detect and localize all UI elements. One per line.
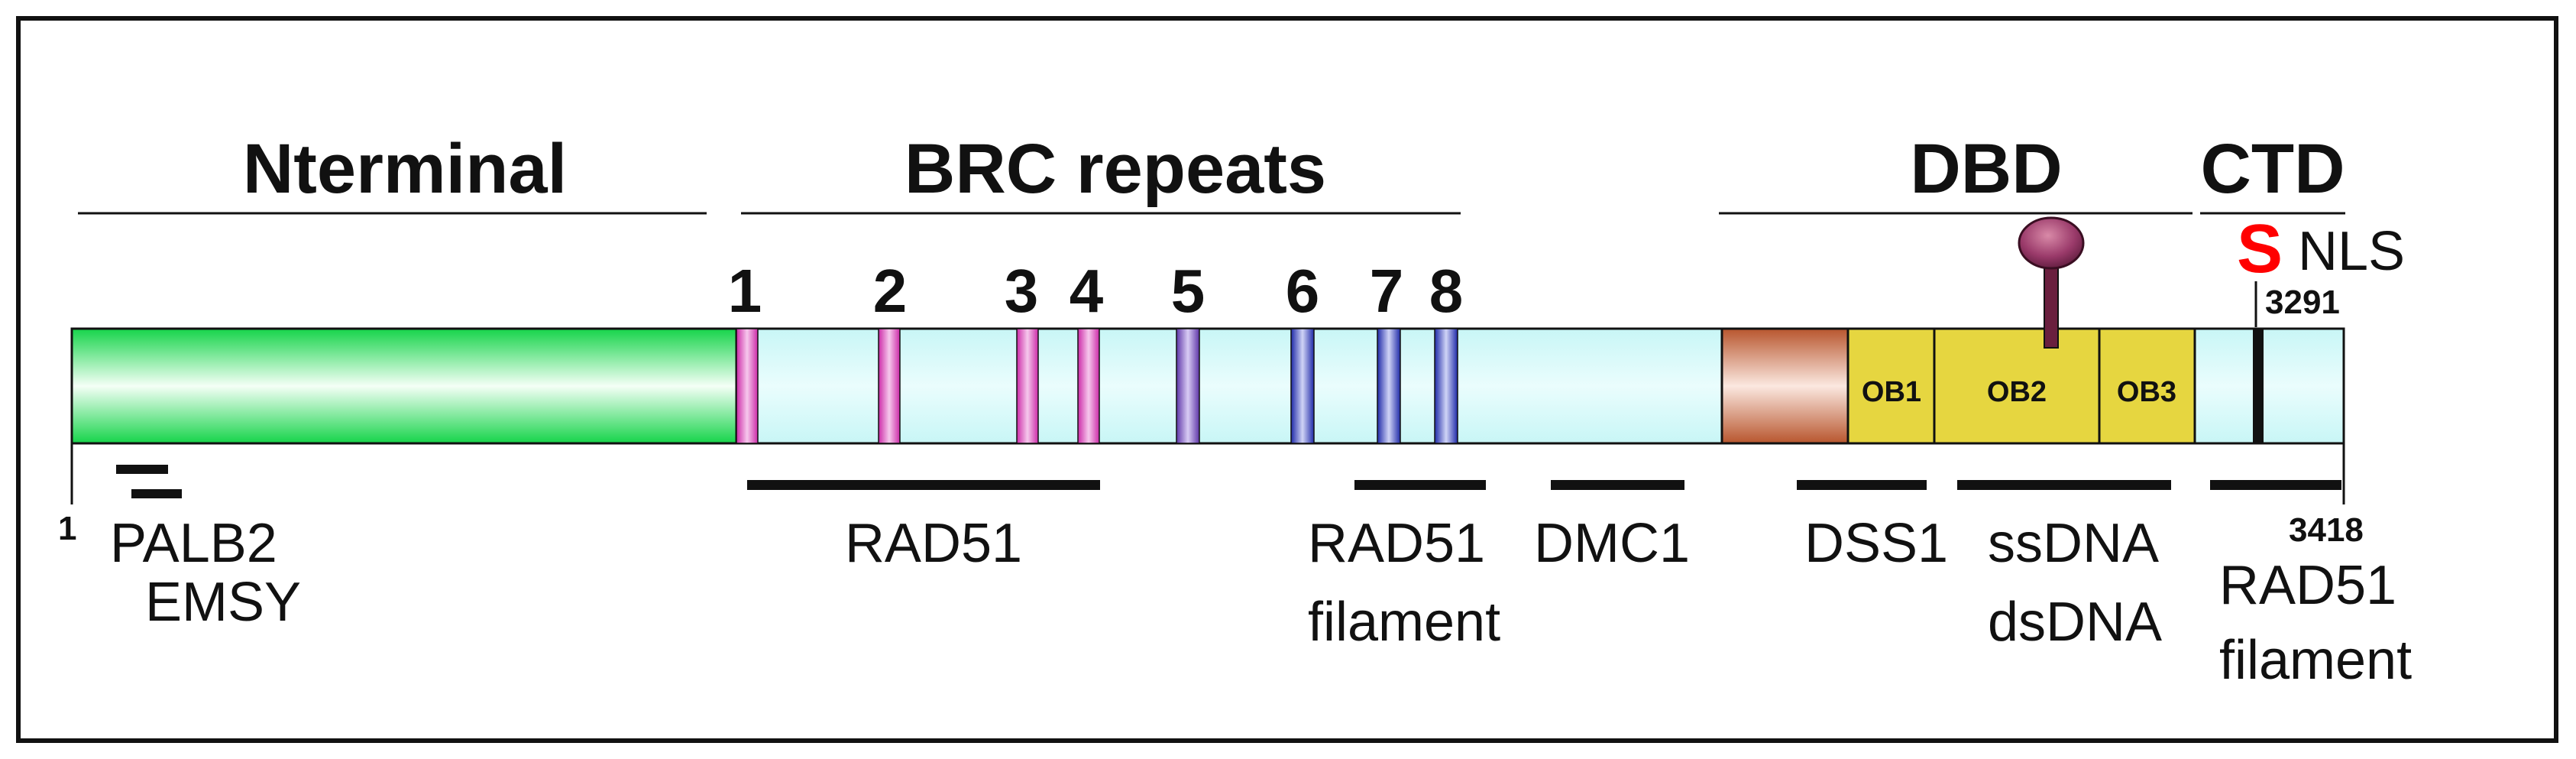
brc-repeat-4 <box>1077 328 1100 444</box>
ob3-region <box>2098 327 2196 445</box>
repeat-number-2: 2 <box>873 257 908 325</box>
binding-bar-dss1 <box>1797 480 1927 490</box>
nls-label: NLS <box>2298 221 2405 282</box>
tower-stem <box>2044 263 2059 349</box>
binder-label-dmc1: DMC1 <box>1534 513 1690 574</box>
repeat-number-8: 8 <box>1429 257 1464 325</box>
nls-tick <box>2253 329 2264 443</box>
repeat-number-4: 4 <box>1070 257 1104 325</box>
position-3291-label: 3291 <box>2265 284 2340 321</box>
repeat-number-3: 3 <box>1005 257 1039 325</box>
binder-label-rad51-filament-line1: RAD51 <box>1308 513 1485 574</box>
ob1-region <box>1846 327 1936 445</box>
ctd-region <box>2193 327 2345 445</box>
binding-bar-ctd-rad51-filament <box>2210 480 2341 490</box>
brc-repeat-6 <box>1290 328 1315 444</box>
ob3-label: OB3 <box>2117 376 2176 408</box>
ob2-label: OB2 <box>1987 376 2047 408</box>
repeat-number-7: 7 <box>1370 257 1404 325</box>
nterminal-region <box>70 327 738 445</box>
binding-bar-ssdna-dsdna <box>1957 480 2171 490</box>
brc-repeat-7 <box>1377 328 1401 444</box>
binder-label-rad51-filament-line2: filament <box>1308 592 1500 653</box>
position-end-label: 3418 <box>2289 511 2364 549</box>
brc-repeat-5 <box>1176 328 1200 444</box>
ob1-label: OB1 <box>1862 376 1921 408</box>
binding-bar-emsy <box>131 489 182 498</box>
brc-repeat-2 <box>878 328 901 444</box>
binder-label-ssdna: ssDNA <box>1988 513 2159 574</box>
brc-repeat-8 <box>1434 328 1458 444</box>
repeat-number-1: 1 <box>728 257 762 325</box>
binding-bar-dmc1 <box>1551 480 1684 490</box>
tower-head-icon <box>2018 216 2085 270</box>
position-start-label: 1 <box>58 510 76 547</box>
brc-repeat-1 <box>736 328 759 444</box>
binding-bar-palb2 <box>116 465 168 474</box>
domain-title-nterminal: Nterminal <box>243 130 567 208</box>
binder-label-dss1: DSS1 <box>1804 513 1948 574</box>
nls-serine-label: S <box>2237 211 2283 287</box>
binder-label-dsdna: dsDNA <box>1988 592 2162 653</box>
repeat-number-6: 6 <box>1286 257 1320 325</box>
binder-label-palb2: PALB2 <box>110 513 277 574</box>
binder-label-rad51: RAD51 <box>845 513 1022 574</box>
binder-label-ctd-rad51-line1: RAD51 <box>2219 555 2396 616</box>
repeat-number-5: 5 <box>1171 257 1205 325</box>
binder-label-emsy: EMSY <box>145 572 301 633</box>
binding-bar-rad51 <box>747 480 1100 490</box>
brc-repeat-3 <box>1016 328 1039 444</box>
domain-title-brc: BRC repeats <box>905 130 1326 208</box>
helical-region <box>1720 327 1849 445</box>
binder-label-ctd-rad51-line2: filament <box>2219 630 2412 691</box>
domain-title-ctd: CTD <box>2200 130 2345 208</box>
binding-bar-rad51-filament <box>1354 480 1486 490</box>
domain-title-dbd: DBD <box>1910 130 2062 208</box>
